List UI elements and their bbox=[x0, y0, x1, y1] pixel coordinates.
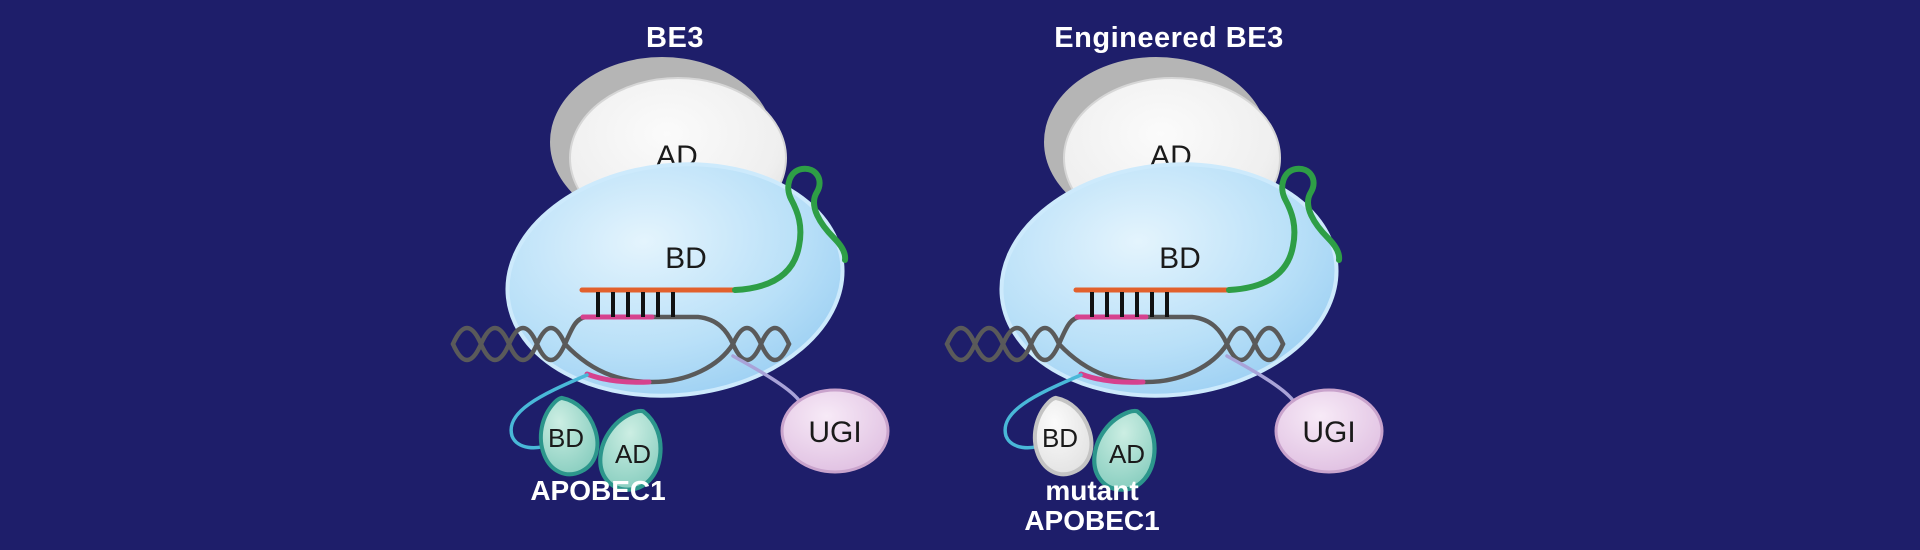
apobec-ad-leaf bbox=[1092, 408, 1157, 492]
dna-strand-bottom-left bbox=[944, 325, 1062, 363]
bd-label: BD bbox=[665, 242, 707, 275]
dna-bubble-bottom-strand bbox=[562, 341, 736, 385]
apobec-ad-domain bbox=[1092, 408, 1157, 492]
panel-be3: BE3 AD BD bbox=[300, 0, 940, 550]
edit-segment-lower bbox=[584, 371, 652, 385]
apobec-ad-leaf bbox=[598, 408, 663, 492]
dna-strand-bottom-right bbox=[1224, 325, 1286, 363]
apobec-bd-domain bbox=[538, 395, 600, 477]
apobec-bd-label: BD bbox=[1042, 423, 1078, 453]
apobec-name-line1: mutant bbox=[1045, 475, 1138, 506]
be3-construct-diagram: AD BD bbox=[450, 57, 890, 506]
ugi-label: UGI bbox=[1302, 416, 1355, 449]
ugi-body bbox=[1274, 388, 1384, 474]
bd-label: BD bbox=[1159, 242, 1201, 275]
bd-domain-body bbox=[999, 162, 1339, 398]
engineered-be3-construct-diagram: AD BD bbox=[944, 57, 1384, 536]
apobec-ad-domain bbox=[598, 408, 663, 492]
panel-title: Engineered BE3 bbox=[1054, 22, 1284, 54]
dna-strand-bottom-left bbox=[450, 325, 568, 363]
panel-engineered-be3: Engineered BE3 AD BD bbox=[794, 0, 1434, 550]
dna-edit-segments bbox=[1074, 314, 1149, 385]
apobec-linker bbox=[1003, 373, 1083, 450]
apobec-bd-label: BD bbox=[548, 423, 584, 453]
apobec-name-line2: APOBEC1 bbox=[1024, 505, 1159, 536]
cas9-bd-domain: BD bbox=[999, 162, 1339, 398]
ugi-label: UGI bbox=[808, 416, 861, 449]
apobec-bd-domain-mutant bbox=[1032, 395, 1094, 477]
apobec-ad-label: AD bbox=[1109, 439, 1145, 469]
apobec-name-line1: APOBEC1 bbox=[530, 475, 665, 506]
dna-strand-bottom-right bbox=[730, 325, 792, 363]
ugi-domain: UGI bbox=[780, 388, 890, 474]
rna-dna-basepair-ticks bbox=[1090, 292, 1169, 317]
apobec-bd-leaf bbox=[538, 395, 600, 477]
ugi-domain: UGI bbox=[1274, 388, 1384, 474]
ugi-body bbox=[780, 388, 890, 474]
sgrna-scaffold-loop bbox=[1226, 165, 1343, 293]
apobec-linker bbox=[509, 373, 589, 450]
edit-segment-lower bbox=[1078, 371, 1146, 385]
rna-dna-basepair-ticks bbox=[596, 292, 675, 317]
apobec-ad-label: AD bbox=[615, 439, 651, 469]
sgrna-scaffold-loop bbox=[732, 165, 849, 293]
panel-title: BE3 bbox=[646, 22, 704, 54]
dna-edit-segments bbox=[580, 314, 655, 385]
apobec-bd-leaf-mutant bbox=[1032, 395, 1094, 477]
dna-bubble-bottom-strand bbox=[1056, 341, 1230, 385]
